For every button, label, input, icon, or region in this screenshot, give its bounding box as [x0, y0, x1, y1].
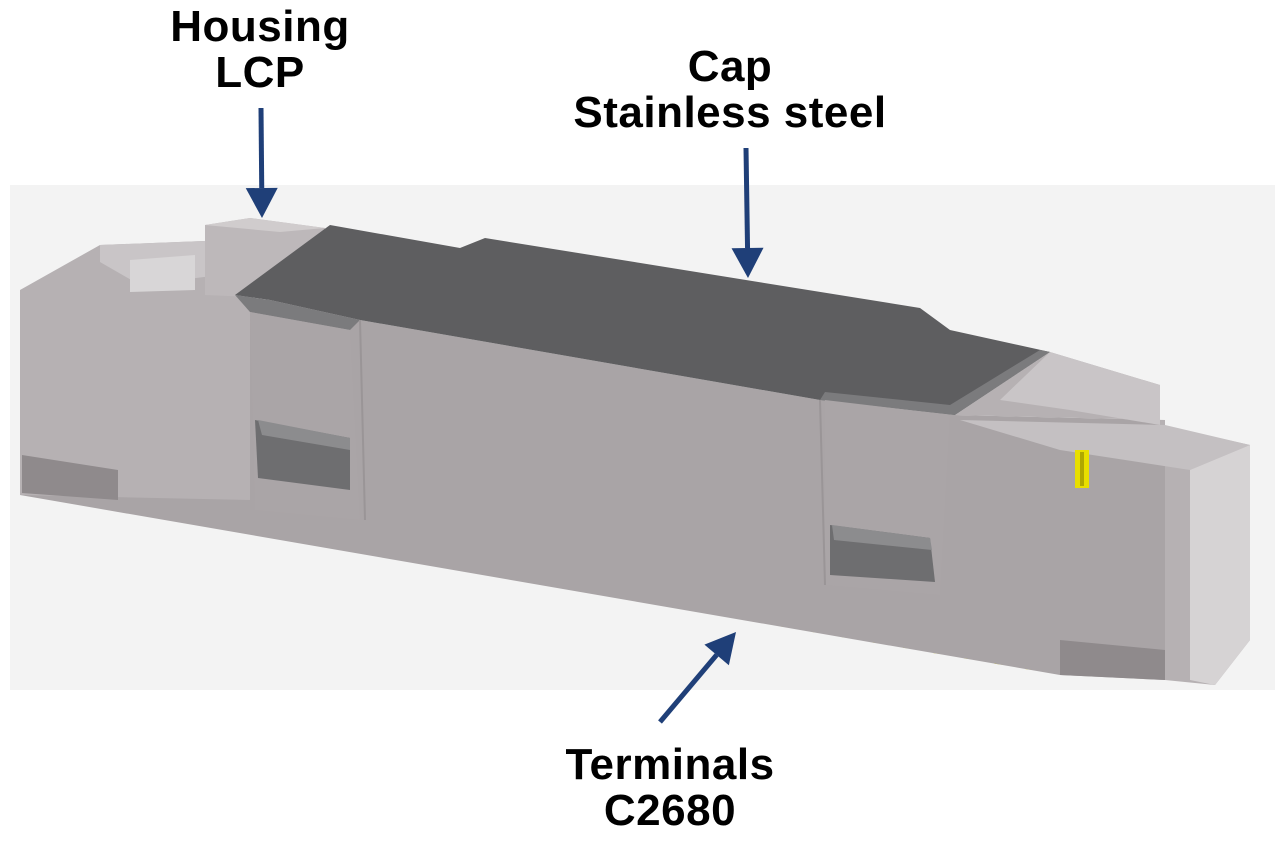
body-edge — [819, 399, 826, 586]
housing-left-post-top — [205, 218, 325, 232]
housing-arrow — [245, 107, 278, 218]
housing-left-end — [20, 240, 270, 500]
body-edge — [359, 319, 366, 521]
cap-arrow — [731, 147, 764, 278]
housing-right-foot — [1060, 640, 1165, 680]
cap-left-latch-highlight — [258, 420, 350, 450]
housing-right-side — [1190, 445, 1250, 685]
cap-material: Stainless steel — [573, 88, 887, 137]
housing-label: Housing LCP — [140, 4, 380, 96]
cap-top — [235, 225, 1050, 415]
terminals-label: Terminals C2680 — [520, 742, 820, 834]
terminal-window-shade — [1080, 452, 1084, 486]
cap-label: Cap Stainless steel — [530, 44, 930, 136]
housing-name: Housing — [170, 2, 350, 51]
cap-right-latch-highlight — [832, 525, 932, 550]
cap-right-rim — [820, 350, 1050, 415]
cap-left-rim — [235, 295, 360, 330]
housing-right-top-step — [960, 420, 1250, 470]
housing-material: LCP — [215, 48, 305, 97]
callout-arrows — [245, 107, 764, 724]
cap-name: Cap — [687, 42, 773, 91]
terminals-material: C2680 — [603, 786, 737, 835]
housing-left-foot — [22, 455, 118, 500]
housing-left-notch — [130, 255, 195, 292]
terminals-arrow — [658, 632, 736, 724]
housing-right-end-top — [1000, 352, 1160, 425]
terminals-name: Terminals — [565, 740, 775, 789]
